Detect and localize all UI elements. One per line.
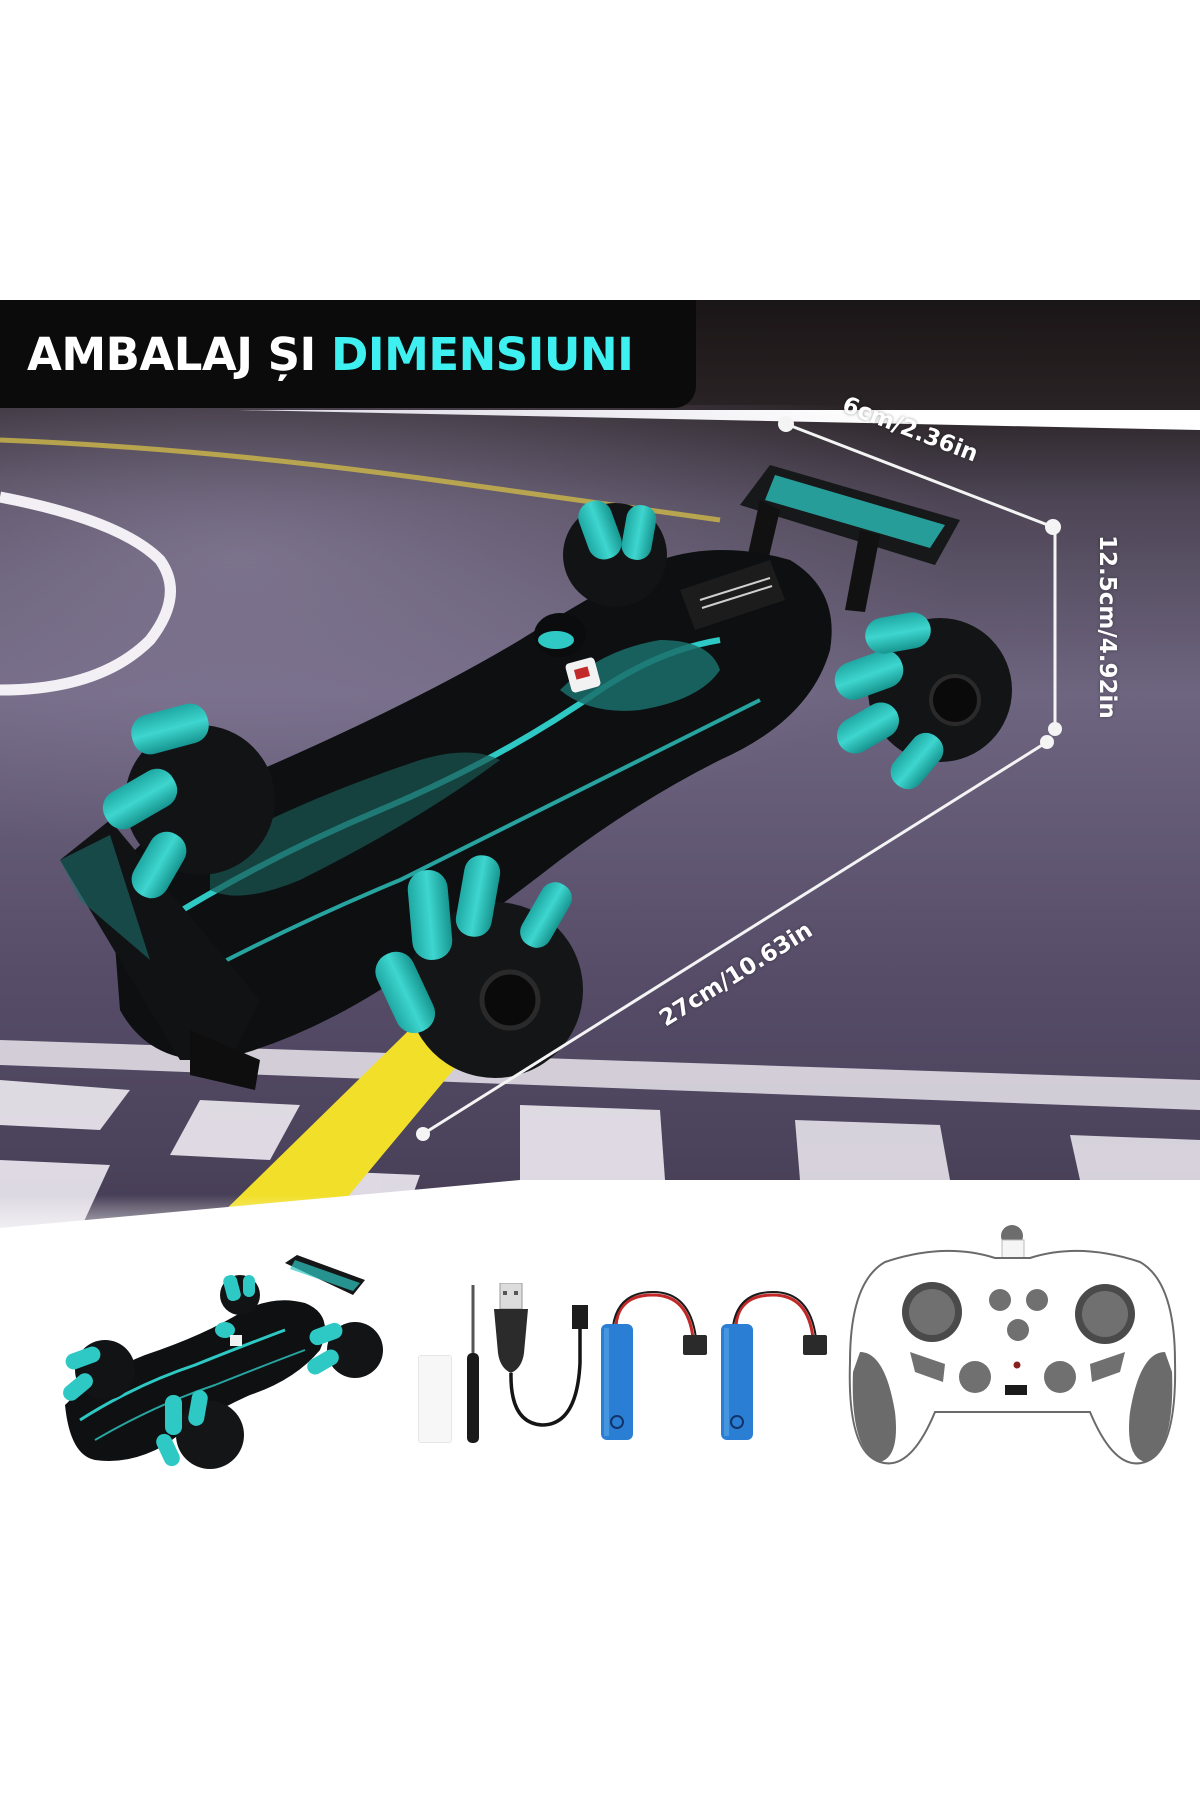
battery-icon [721,1290,827,1440]
packet-icon [418,1355,452,1443]
car-icon [63,1255,383,1469]
screwdriver-icon [467,1285,479,1443]
title-part-dimensions: DIMENSIUNI [330,328,634,381]
battery-icon [601,1290,707,1440]
dimension-lines [416,416,1062,1141]
hero-photo [0,300,1200,1230]
title-part-packaging: AMBALAJ ȘI [27,328,316,381]
gamepad-icon [848,1225,1177,1465]
page-title: AMBALAJ ȘI DIMENSIUNI [27,328,634,382]
car-icon [60,465,1012,1090]
height-dimension-label: 12.5cm/4.92in [1094,535,1120,719]
title-banner [0,300,696,408]
usb-cable-icon [494,1283,588,1427]
